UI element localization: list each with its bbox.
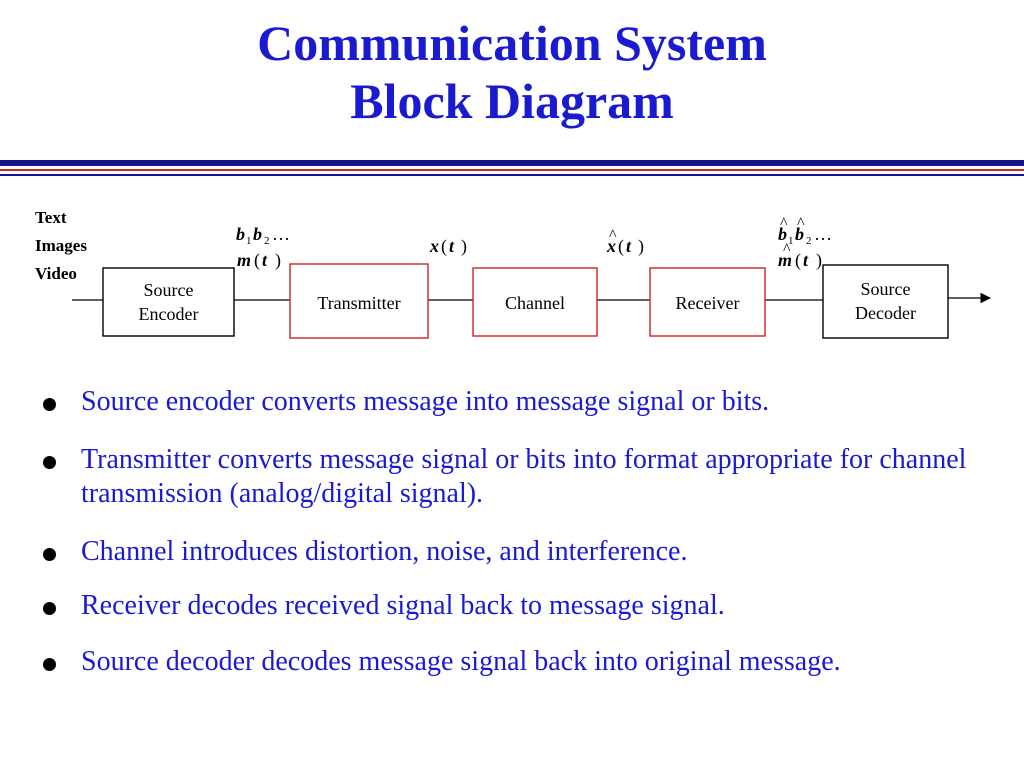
signal-encoded-bits: b 1 b 2 …: [236, 224, 290, 247]
title-line-2: Block Diagram: [350, 73, 674, 129]
source-encoder-label-1: Source: [144, 280, 194, 300]
tx-paren-open: (: [441, 236, 447, 257]
rx-hat: ^: [609, 227, 617, 244]
title-rule-blue: [0, 160, 1024, 166]
bullet-dot: [43, 658, 56, 671]
rx-paren-open: (: [618, 236, 624, 257]
enc-b2: b: [253, 224, 262, 244]
enc-m-paren-close: ): [275, 250, 281, 271]
bullet-text: Receiver decodes received signal back to…: [81, 590, 725, 621]
tx-t: t: [449, 236, 455, 256]
signal-decoded-message: ^ m ( t ): [778, 241, 822, 271]
channel-box: [472, 267, 598, 337]
source-decoder-label-1: Source: [861, 279, 911, 299]
dec-sub2: 2: [806, 235, 812, 247]
dec-hat2: ^: [797, 215, 805, 232]
transmitter-label: Transmitter: [317, 293, 400, 313]
tx-x: x: [429, 236, 439, 256]
signal-decoded-bits: ^ b 1 ^ b 2 …: [778, 215, 832, 247]
input-label-video: Video: [35, 264, 77, 283]
source-decoder-box: [822, 264, 949, 339]
channel-label: Channel: [505, 293, 565, 313]
connector-lines: [72, 292, 992, 304]
bullet-text: Source decoder decodes message signal ba…: [81, 646, 841, 677]
dec-sub1: 1: [788, 235, 794, 247]
source-encoder-label-2: Encoder: [139, 304, 199, 324]
bullet-item: Source decoder decodes message signal ba…: [40, 645, 1000, 679]
dec-b1: b: [778, 224, 787, 244]
dec-m: m: [778, 250, 792, 270]
bullet-item: Transmitter converts message signal or b…: [40, 443, 1000, 511]
source-encoder-box: [102, 267, 235, 337]
bullet-item: Channel introduces distortion, noise, an…: [40, 535, 1000, 569]
bullet-text: Channel introduces distortion, noise, an…: [81, 536, 688, 567]
receiver-label: Receiver: [676, 293, 740, 313]
enc-dots: …: [272, 224, 290, 244]
dec-m-paren-open: (: [795, 250, 801, 271]
enc-sub2: 2: [264, 235, 270, 247]
bullet-item: Source encoder converts message into mes…: [40, 385, 1000, 419]
dec-m-paren-close: ): [816, 250, 822, 271]
block-diagram: Text Images Video Source Encoder Transmi…: [35, 208, 992, 339]
bullet-dot: [43, 548, 56, 561]
signal-transmitted: x ( t ): [429, 236, 467, 257]
enc-b1: b: [236, 224, 245, 244]
transmitter-box: [289, 263, 429, 339]
bullet-text: Source encoder converts message into mes…: [81, 386, 770, 417]
dec-b2: b: [795, 224, 804, 244]
receiver-box: [649, 267, 766, 337]
bullet-dot: [43, 456, 56, 469]
dec-hat1: ^: [780, 215, 788, 232]
title-rule-red: [0, 169, 1024, 171]
bullet-text: Transmitter converts message signal or b…: [81, 444, 967, 509]
slide-title: Communication System Block Diagram: [0, 14, 1024, 130]
tx-paren-close: ): [461, 236, 467, 257]
rx-paren-close: ): [638, 236, 644, 257]
source-decoder-label-2: Decoder: [855, 303, 916, 323]
rx-t: t: [626, 236, 632, 256]
title-line-1: Communication System: [257, 15, 767, 71]
bullet-dot: [43, 398, 56, 411]
bullet-dot: [43, 602, 56, 615]
signal-message: m ( t ): [237, 250, 281, 271]
dec-m-hat: ^: [783, 241, 791, 258]
enc-sub1: 1: [246, 235, 252, 247]
input-label-images: Images: [35, 236, 87, 255]
dec-dots: …: [814, 224, 832, 244]
dec-m-t: t: [803, 250, 809, 270]
bullet-list: Source encoder converts message into mes…: [40, 385, 1000, 679]
title-rule-blue-thin: [0, 174, 1024, 176]
enc-m: m: [237, 250, 251, 270]
enc-m-paren-open: (: [254, 250, 260, 271]
signal-received: ^ x ( t ): [606, 227, 644, 257]
rx-x: x: [606, 236, 616, 256]
enc-m-t: t: [262, 250, 268, 270]
bullet-item: Receiver decodes received signal back to…: [40, 589, 1000, 623]
input-label-text: Text: [35, 208, 67, 227]
